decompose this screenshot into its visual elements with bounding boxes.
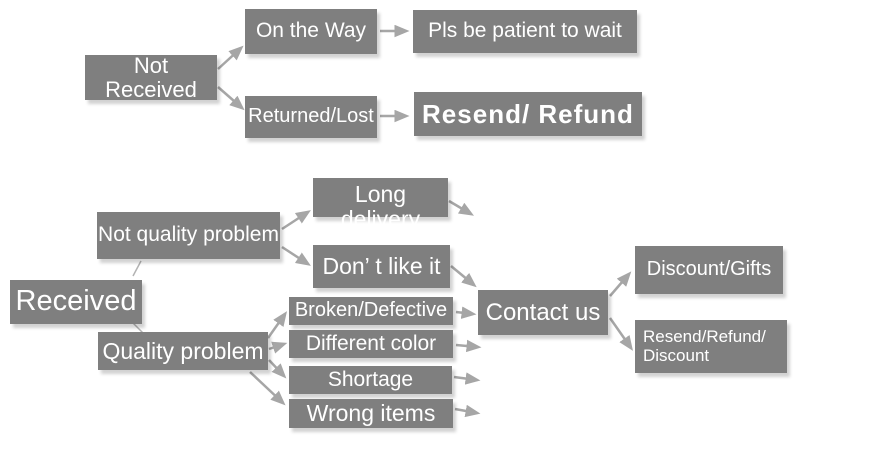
flow-node-label: Don’ t like it [322,253,441,280]
flow-node-label: On the Way [255,19,367,43]
flow-edge [609,271,632,297]
flow-node-returned-lost: Returned/Lost [245,96,377,138]
flow-node-discount-gifts: Discount/Gifts [635,246,783,294]
flow-node-resend-refund: Resend/ Refund [414,92,642,136]
flow-edge [281,210,311,231]
flow-edge [266,311,288,339]
flow-node-label: Pls be patient to wait [428,19,622,43]
flow-edge [132,260,142,277]
flow-node-label: Returned/Lost [248,105,374,128]
flow-edge [608,317,634,351]
flow-node-quality-problem: Quality problem [98,332,268,370]
flow-node-resend-refund-discount: Resend/Refund/ Discount [635,320,787,373]
flow-edge [454,404,481,418]
flow-node-label: Different color [305,331,437,355]
flow-node-long-delivery: Long delivery [313,178,448,231]
flow-edge [448,199,475,216]
flow-edge [268,341,288,354]
flow-node-contact-us: Contact us [478,290,608,335]
flow-node-not-received: Not Received [85,52,217,102]
flow-edge [249,371,286,406]
flow-node-different-color: Different color [289,330,453,358]
flow-node-label: Long delivery [340,180,421,232]
flow-edge [455,339,482,353]
flow-edge [453,372,481,385]
flow-edge [217,86,245,111]
flow-node-label: Wrong items [306,400,436,427]
flow-node-label: Not Received [105,52,197,102]
flow-node-label: Shortage [327,367,414,391]
flow-node-label: Broken/Defective [294,299,448,322]
flow-node-broken-defective: Broken/Defective [289,297,453,325]
flow-edge [132,322,144,334]
flow-node-label: Resend/Refund/ Discount [643,327,766,365]
flow-node-received: Received [10,280,142,324]
flow-edge [268,359,287,379]
flow-node-label: Not quality problem [98,223,279,247]
flow-node-wrong-items: Wrong items [289,399,453,428]
flow-node-label: Received [15,285,137,318]
edge-lines [132,24,634,418]
flow-node-label: Quality problem [102,337,264,364]
flow-node-not-quality-problem: Not quality problem [97,212,280,259]
flow-edge [455,306,477,319]
flow-node-shortage: Shortage [289,366,452,394]
flow-edge [281,245,311,266]
flow-node-label: Resend/ Refund [422,98,634,129]
flow-edge [217,45,244,70]
flow-node-label: Discount/Gifts [646,258,772,281]
flow-node-label: Contact us [485,298,601,326]
flow-edge [450,265,477,288]
flow-node-on-the-way: On the Way [245,9,377,54]
flow-node-dont-like-it: Don’ t like it [313,245,450,288]
flow-node-pls-be-patient-to-wait: Pls be patient to wait [413,10,637,53]
